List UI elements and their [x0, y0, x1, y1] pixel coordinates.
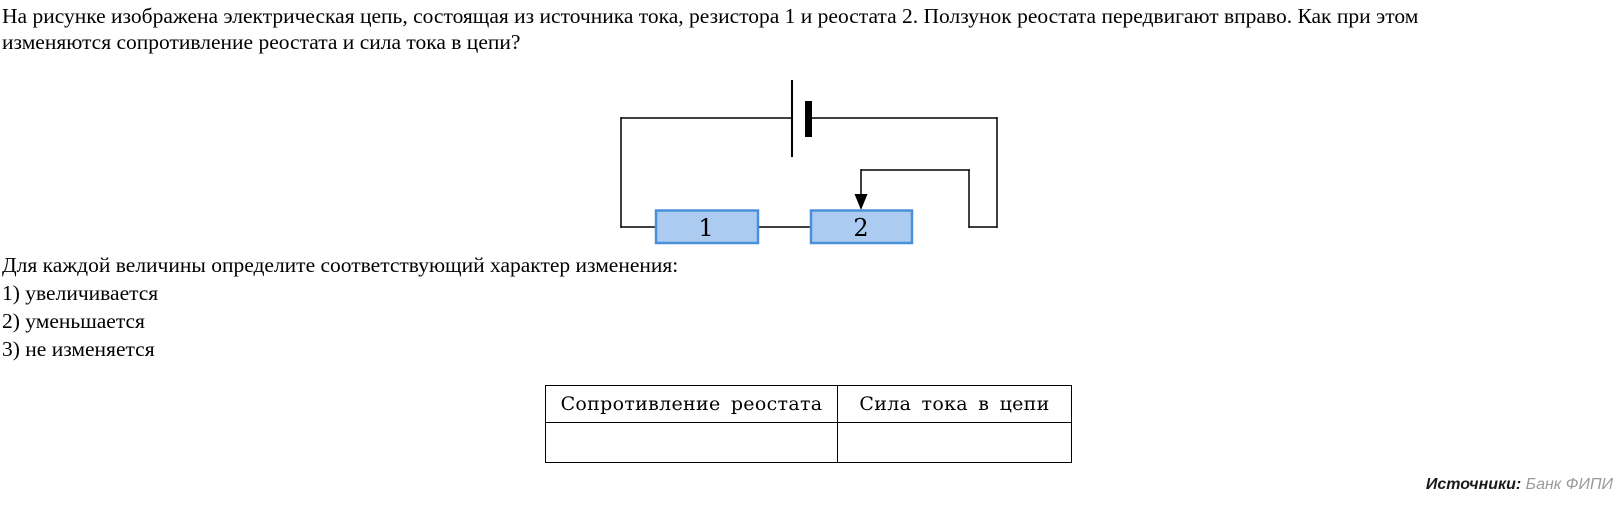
rheostat-box	[809, 209, 914, 245]
header-circuit-current: Сила тока в цепи	[837, 385, 1072, 423]
option-unchanged: 3) не изменяется	[2, 337, 155, 361]
header-rheostat-resistance: Сопротивление реостата	[545, 385, 838, 423]
instructions-intro: Для каждой величины определите соответст…	[2, 253, 679, 277]
battery-short-plate	[805, 101, 812, 137]
source-attribution: Источники: Банк ФИПИ	[1426, 476, 1613, 494]
option-increases: 1) увеличивается	[2, 281, 159, 305]
option-decreases: 2) уменьшается	[2, 309, 145, 333]
question-line-2: изменяются сопротивление реостата и сила…	[2, 30, 521, 54]
table-header-row: Сопротивление реостата Сила тока в цепи	[545, 385, 1072, 423]
slider-arrow-head	[854, 194, 868, 210]
question-line-1: На рисунке изображена электрическая цепь…	[2, 4, 1419, 28]
answer-cell-current	[837, 422, 1072, 463]
rheostat-label: 2	[853, 214, 868, 242]
slider-arrow-icon	[854, 169, 868, 210]
resistor-label: 1	[698, 214, 713, 242]
battery-icon	[791, 80, 812, 157]
instructions-block: Для каждой величины определите соответст…	[2, 251, 678, 363]
source-link-bank-fipi[interactable]: Банк ФИПИ	[1525, 476, 1613, 493]
answer-table: Сопротивление реостата Сила тока в цепи	[545, 385, 1072, 463]
resistor-box	[654, 209, 760, 245]
source-label: Источники:	[1425, 476, 1522, 493]
table-answer-row	[545, 422, 1072, 463]
question-text: На рисунке изображена электрическая цепь…	[2, 3, 1418, 55]
answer-cell-resistance	[545, 422, 838, 463]
